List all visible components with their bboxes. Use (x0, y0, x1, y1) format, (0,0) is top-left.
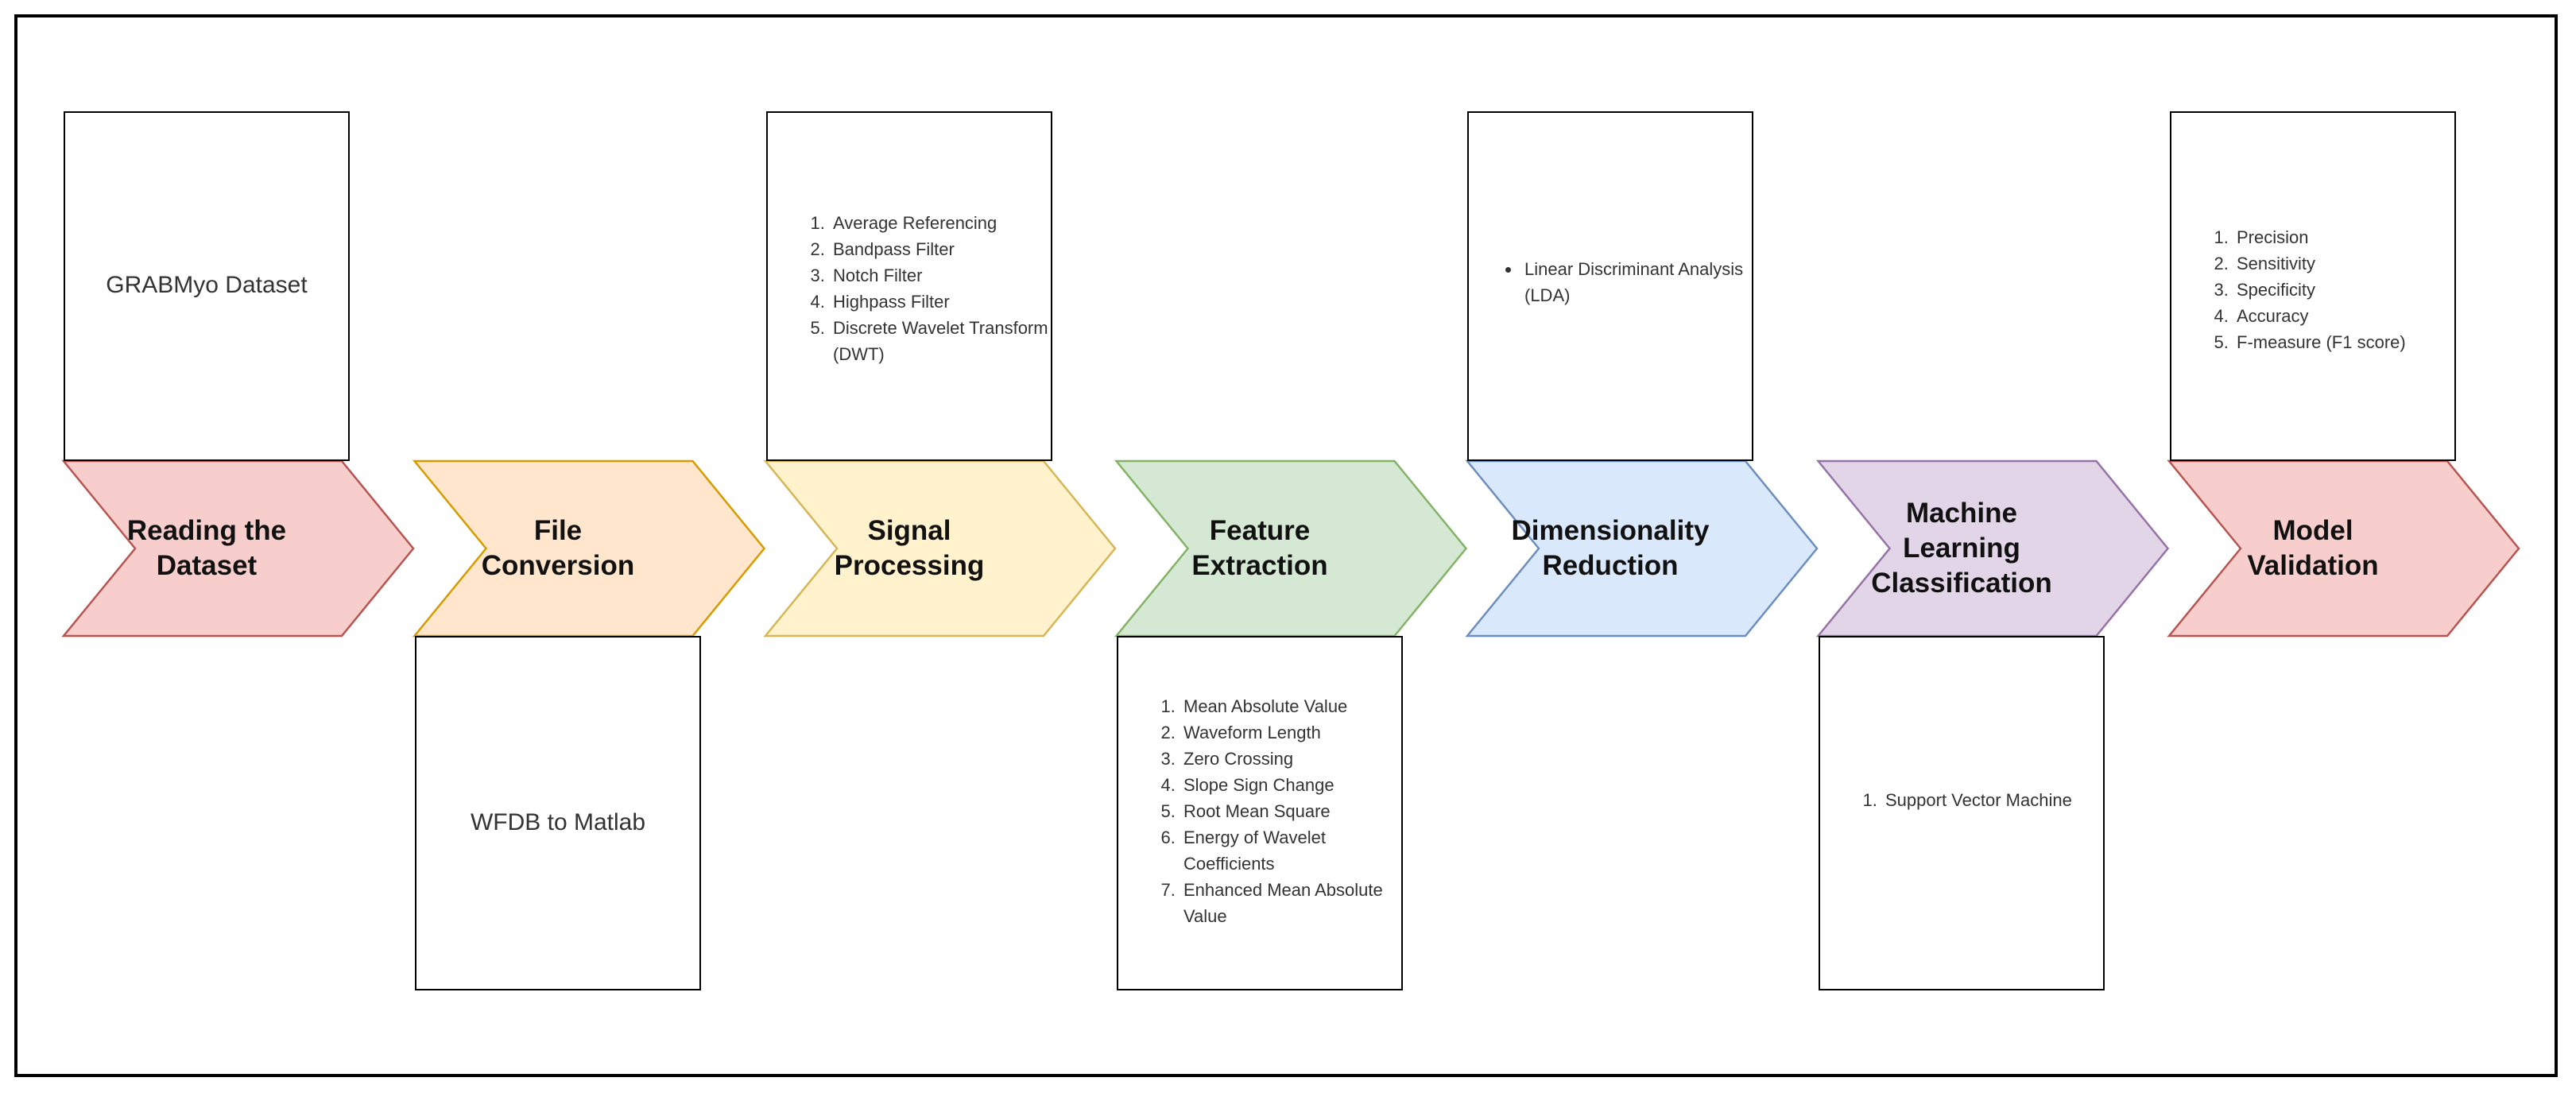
box-text: WFDB to Matlab (470, 809, 646, 835)
chevron-validation (2167, 459, 2520, 638)
list-item: Discrete Wavelet Transform (DWT) (830, 315, 1068, 367)
stage-label-reading-the-dataset: Reading the Dataset (103, 514, 310, 583)
label-line: Machine (1905, 498, 2018, 529)
box-machine-learning-classification: Support Vector Machine (1819, 636, 2105, 990)
label-line: Signal (867, 515, 951, 546)
dimensionality-reduction-list: Linear Discriminant Analysis (LDA) (1478, 256, 1760, 308)
list-item: Precision (2233, 224, 2472, 250)
label-line: Conversion (481, 550, 635, 581)
label-line: Feature (1209, 515, 1311, 546)
stage-label-feature-extraction: Feature Extraction (1156, 514, 1363, 583)
box-feature-extraction: Mean Absolute Value Waveform Length Zero… (1117, 636, 1403, 990)
label-line: Model (2272, 515, 2353, 546)
list-item: Enhanced Mean Absolute Value (1180, 877, 1419, 929)
list-item: Highpass Filter (830, 289, 1068, 315)
chevron-dimred (1465, 459, 1819, 638)
list-item: Notch Filter (830, 262, 1068, 289)
list-item: Bandpass Filter (830, 236, 1068, 262)
list-item: Mean Absolute Value (1180, 693, 1419, 719)
list-item: Specificity (2233, 277, 2472, 303)
label-line: File (533, 515, 583, 546)
label-line: Classification (1871, 568, 2052, 599)
stage-label-dimensionality-reduction: Dimensionality Reduction (1507, 514, 1714, 583)
machine-learning-list: Support Vector Machine (1839, 787, 2121, 813)
list-item: Linear Discriminant Analysis (LDA) (1521, 256, 1760, 308)
label-line: Processing (834, 550, 985, 581)
list-item: Sensitivity (2233, 250, 2472, 277)
label-line: Reduction (1542, 550, 1679, 581)
list-item: Average Referencing (830, 210, 1068, 236)
list-item: Root Mean Square (1180, 798, 1419, 824)
label-line: Dataset (156, 550, 258, 581)
list-item: Support Vector Machine (1882, 787, 2121, 813)
list-item: Slope Sign Change (1180, 772, 1419, 798)
list-item: Waveform Length (1180, 719, 1419, 746)
chevron-reading (61, 459, 415, 638)
stage-label-file-conversion: File Conversion (455, 514, 661, 583)
model-validation-list: Precision Sensitivity Specificity Accura… (2191, 224, 2472, 355)
chevron-signal (763, 459, 1117, 638)
box-file-conversion: WFDB to Matlab (415, 636, 701, 990)
label-line: Validation (2247, 550, 2379, 581)
label-line: Dimensionality (1511, 515, 1710, 546)
list-item: Energy of Wavelet Coefficients (1180, 824, 1419, 877)
list-item: F-measure (F1 score) (2233, 329, 2472, 355)
box-text: GRABMyo Dataset (106, 272, 308, 298)
label-line: Reading the (126, 515, 287, 546)
label-line: Learning (1903, 533, 2020, 564)
box-dimensionality-reduction: Linear Discriminant Analysis (LDA) (1467, 111, 1753, 461)
list-item: Accuracy (2233, 303, 2472, 329)
feature-extraction-list: Mean Absolute Value Waveform Length Zero… (1137, 693, 1419, 929)
stage-label-model-validation: Model Validation (2210, 514, 2416, 583)
box-signal-processing: Average Referencing Bandpass Filter Notc… (766, 111, 1052, 461)
label-line: Extraction (1191, 550, 1328, 581)
box-model-validation: Precision Sensitivity Specificity Accura… (2170, 111, 2456, 461)
stage-label-machine-learning-classification: Machine Learning Classification (1858, 496, 2065, 601)
box-reading-the-dataset: GRABMyo Dataset (64, 111, 350, 461)
list-item: Zero Crossing (1180, 746, 1419, 772)
signal-processing-list: Average Referencing Bandpass Filter Notc… (787, 210, 1068, 367)
stage-label-signal-processing: Signal Processing (806, 514, 1013, 583)
